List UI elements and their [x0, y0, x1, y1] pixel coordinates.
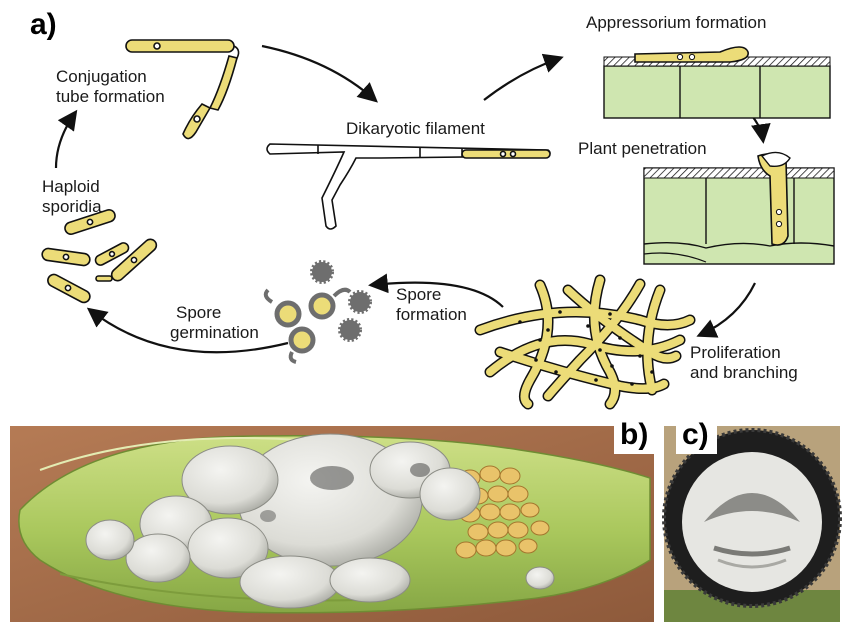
panel-c-photo — [664, 426, 840, 622]
label-dikaryotic: Dikaryotic filament — [346, 119, 485, 138]
panel-a: a) Conjugation tube formation Dikaryotic… — [30, 8, 834, 404]
teliospores — [266, 262, 370, 362]
label-penetration: Plant penetration — [578, 139, 707, 158]
label-haploid-1: Haploid — [42, 177, 100, 196]
arrow-to-proliferation — [700, 283, 755, 335]
spiky-teliospore — [340, 320, 360, 340]
label-appressorium: Appressorium formation — [586, 13, 766, 32]
gall-inner-white — [682, 452, 822, 592]
panel-label-c: c) — [676, 416, 717, 454]
arrow-to-dikaryotic — [262, 46, 375, 100]
label-proliferation-1: Proliferation — [690, 343, 781, 362]
spiky-teliospore — [350, 292, 370, 312]
hyphal-mass — [480, 280, 690, 404]
appressorium-diagram — [604, 47, 830, 118]
panel-b-photo — [10, 426, 654, 622]
label-haploid-2: sporidia — [42, 197, 102, 216]
germinating-spore — [291, 329, 313, 351]
arrow-to-appressorium — [484, 58, 560, 100]
arrow-to-conjugation — [56, 113, 75, 168]
spiky-teliospore — [312, 262, 332, 282]
label-spore-formation-1: Spore — [396, 285, 441, 304]
label-spore-formation-2: formation — [396, 305, 467, 324]
label-spore-germination-1: Spore — [176, 303, 221, 322]
panel-label-a: a) — [30, 8, 57, 41]
germinating-spore — [311, 295, 333, 317]
germinating-spore — [277, 303, 299, 325]
label-spore-germination-2: germination — [170, 323, 259, 342]
label-conjugation-2: tube formation — [56, 87, 165, 106]
haploid-sporidia — [41, 208, 158, 304]
label-conjugation-1: Conjugation — [56, 67, 147, 86]
penetration-diagram — [644, 152, 834, 264]
dikaryotic-filament — [267, 144, 550, 229]
panel-label-b: b) — [614, 416, 656, 454]
label-proliferation-2: and branching — [690, 363, 798, 382]
